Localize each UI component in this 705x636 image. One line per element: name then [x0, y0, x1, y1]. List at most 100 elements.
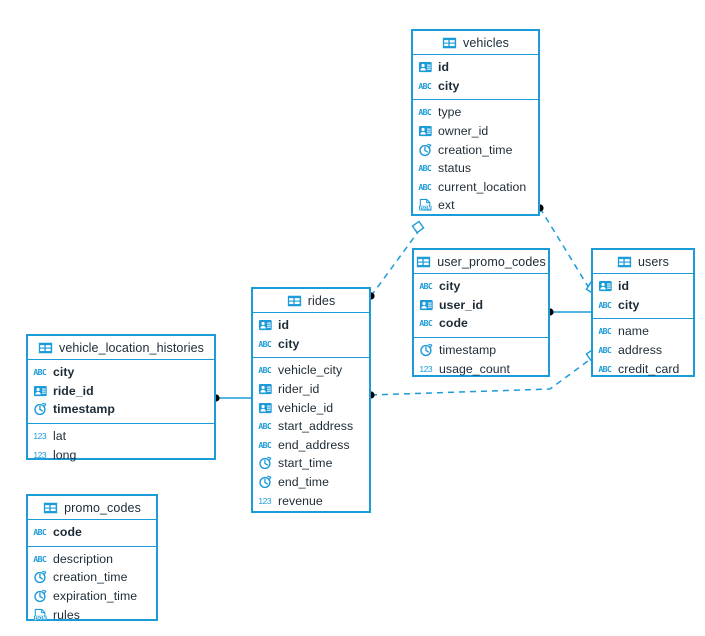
field-row[interactable]: vehicle_id — [253, 398, 369, 417]
entity-header[interactable]: vehicle_location_histories — [28, 336, 214, 360]
field-row[interactable]: ride_id — [28, 382, 214, 401]
svg-text:ABC: ABC — [419, 281, 433, 291]
field-row[interactable]: timestamp — [28, 400, 214, 419]
uuid-type-icon — [258, 320, 272, 331]
field-name: creation_time — [53, 570, 128, 585]
field-row[interactable]: ABC current_location — [413, 178, 538, 197]
string-type-icon: ABC — [598, 300, 612, 310]
svg-text:ABC: ABC — [33, 554, 47, 564]
field-row[interactable]: creation_time — [28, 568, 156, 587]
string-type-icon: ABC — [418, 163, 432, 173]
entity-header[interactable]: rides — [253, 289, 369, 313]
entity-title: vehicle_location_histories — [58, 340, 205, 355]
table-icon — [43, 502, 58, 513]
svg-text:ABC: ABC — [598, 345, 612, 355]
entity-header[interactable]: users — [593, 250, 693, 274]
string-type-icon: ABC — [33, 367, 47, 377]
entity-header[interactable]: user_promo_codes — [414, 250, 548, 274]
field-name: city — [278, 336, 300, 351]
entity-header[interactable]: promo_codes — [28, 496, 156, 520]
relationship-upc-users[interactable] — [546, 308, 591, 316]
string-type-icon: ABC — [33, 527, 47, 537]
field-row[interactable]: timestamp — [414, 341, 548, 360]
field-row[interactable]: ABC city — [28, 363, 214, 382]
svg-text:JSON: JSON — [419, 206, 432, 211]
uuid-type-icon — [418, 62, 432, 73]
field-row[interactable]: user_id — [414, 296, 548, 315]
field-name: vehicle_city — [278, 363, 343, 378]
field-name: ride_id — [53, 383, 94, 398]
field-row[interactable]: start_time — [253, 454, 369, 473]
svg-text:123: 123 — [33, 431, 47, 441]
field-row[interactable]: end_time — [253, 473, 369, 492]
field-name: rules — [53, 607, 80, 622]
field-name: vehicle_id — [278, 400, 334, 415]
svg-text:123: 123 — [419, 364, 433, 374]
svg-text:ABC: ABC — [598, 300, 612, 310]
field-name: revenue — [278, 493, 323, 508]
svg-text:ABC: ABC — [598, 326, 612, 336]
field-row[interactable]: owner_id — [413, 122, 538, 141]
field-name: timestamp — [439, 343, 497, 358]
svg-text:ABC: ABC — [33, 367, 47, 377]
field-row[interactable]: id — [253, 316, 369, 335]
field-row[interactable]: creation_time — [413, 140, 538, 159]
field-name: id — [618, 279, 630, 294]
field-name: current_location — [438, 179, 527, 194]
field-name: start_address — [278, 419, 354, 434]
timestamp-type-icon — [420, 343, 433, 357]
string-type-icon: ABC — [419, 281, 433, 291]
relationship-vlh-rides[interactable] — [212, 394, 251, 402]
timestamp-type-icon — [419, 143, 432, 156]
string-type-icon: ABC — [418, 182, 432, 192]
timestamp-type-icon — [259, 457, 272, 470]
field-row[interactable]: id — [593, 277, 693, 296]
field-name: city — [53, 365, 75, 380]
field-row[interactable]: ABC address — [593, 341, 693, 360]
field-name: end_time — [278, 475, 329, 490]
svg-text:ABC: ABC — [419, 318, 433, 328]
string-type-icon: ABC — [598, 345, 612, 355]
field-row[interactable]: rider_id — [253, 380, 369, 399]
field-name: address — [618, 343, 663, 358]
field-row[interactable]: expiration_time — [28, 587, 156, 606]
entity-header[interactable]: vehicles — [413, 31, 538, 55]
timestamp-type-icon — [259, 475, 272, 489]
field-row[interactable]: id — [413, 58, 538, 77]
svg-text:ABC: ABC — [418, 163, 432, 173]
string-type-icon: ABC — [419, 318, 433, 328]
uuid-type-icon — [419, 299, 433, 310]
number-type-icon: 123 — [33, 431, 47, 441]
